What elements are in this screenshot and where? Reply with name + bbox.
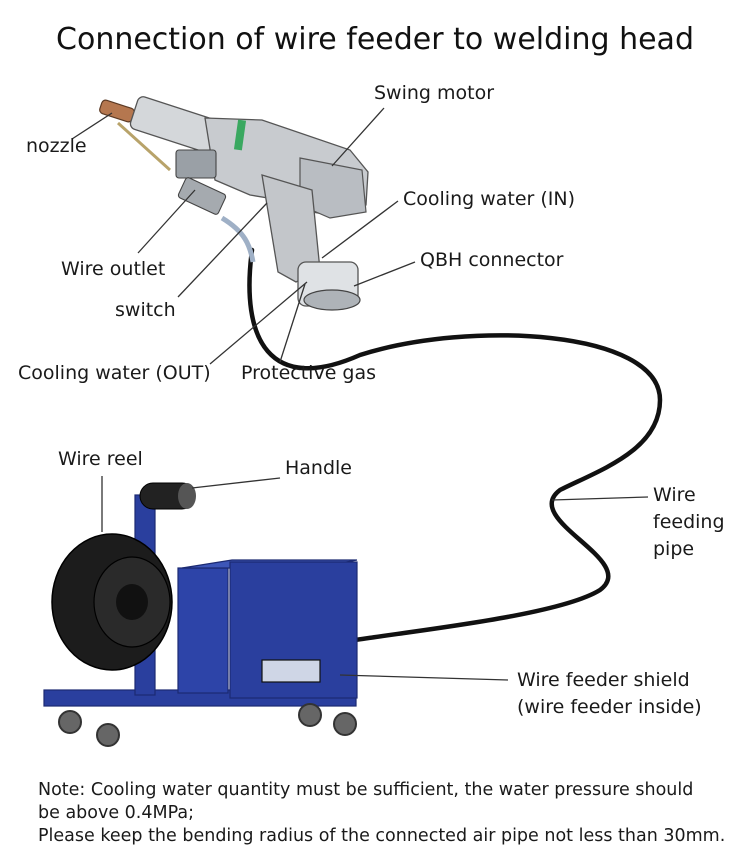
- wheel: [333, 712, 357, 736]
- label-shield-line1: Wire feeder shield: [517, 669, 690, 691]
- label-wire-feeder-shield: Wire feeder shield (wire feeder inside): [517, 667, 702, 721]
- head-green-ring: [233, 119, 247, 151]
- wheel: [58, 710, 82, 734]
- welding-head: [99, 96, 369, 311]
- wire-guide-tube: [220, 215, 256, 263]
- note-line3: Please keep the bending radius of the co…: [38, 825, 726, 846]
- note-line2: be above 0.4MPa;: [38, 802, 194, 823]
- fitting-block: [175, 149, 217, 179]
- label-handle: Handle: [285, 457, 353, 479]
- label-switch: switch: [115, 299, 176, 321]
- label-wire-feeding-pipe-line1: Wire: [653, 484, 696, 506]
- leader-switch: [177, 202, 268, 298]
- label-swing-motor: Swing motor: [374, 82, 495, 104]
- wire-feeder-cart: [43, 482, 358, 747]
- leader-wire-feeding-pipe: [551, 496, 649, 501]
- label-wire-outlet: Wire outlet: [61, 258, 166, 280]
- label-shield-line2: (wire feeder inside): [517, 696, 702, 718]
- leader-nozzle: [71, 112, 113, 140]
- leader-protective-gas: [279, 283, 306, 363]
- label-cooling-water-out: Cooling water (OUT): [18, 362, 211, 384]
- leader-cooling-in: [321, 200, 399, 259]
- leader-handle: [191, 477, 281, 489]
- label-wire-feeding-pipe-line2: feeding: [653, 511, 725, 533]
- wire-reel-center: [116, 584, 148, 620]
- wire-feeding-pipe: [247, 247, 663, 643]
- label-nozzle: nozzle: [26, 135, 87, 157]
- wheel: [96, 723, 120, 747]
- note-line1: Note: Cooling water quantity must be suf…: [38, 780, 694, 800]
- leader-qbh: [353, 261, 416, 287]
- qbh-face: [303, 289, 361, 311]
- nozzle-body: [99, 99, 135, 123]
- label-cooling-water-in: Cooling water (IN): [403, 188, 576, 210]
- leader-cooling-out: [209, 281, 308, 365]
- leader-lines: [71, 107, 649, 681]
- label-qbh-connector: QBH connector: [420, 249, 564, 271]
- label-protective-gas: Protective gas: [241, 362, 377, 384]
- cart-handle-end: [178, 483, 196, 509]
- cart-side-frame: [177, 567, 229, 694]
- label-wire-feeding-pipe: Wire feeding pipe: [653, 482, 725, 563]
- label-wire-reel: Wire reel: [58, 448, 143, 470]
- feeder-window: [261, 659, 321, 683]
- wheel: [298, 703, 322, 727]
- leader-shield: [339, 674, 509, 681]
- label-wire-feeding-pipe-line3: pipe: [653, 538, 695, 560]
- leader-wire-outlet: [137, 189, 196, 254]
- note-text: Note: Cooling water quantity must be suf…: [38, 779, 738, 847]
- wire-tip: [116, 121, 172, 172]
- leader-swing-motor: [331, 107, 385, 167]
- wire-outlet-block: [177, 177, 227, 215]
- page-title: Connection of wire feeder to welding hea…: [56, 22, 694, 57]
